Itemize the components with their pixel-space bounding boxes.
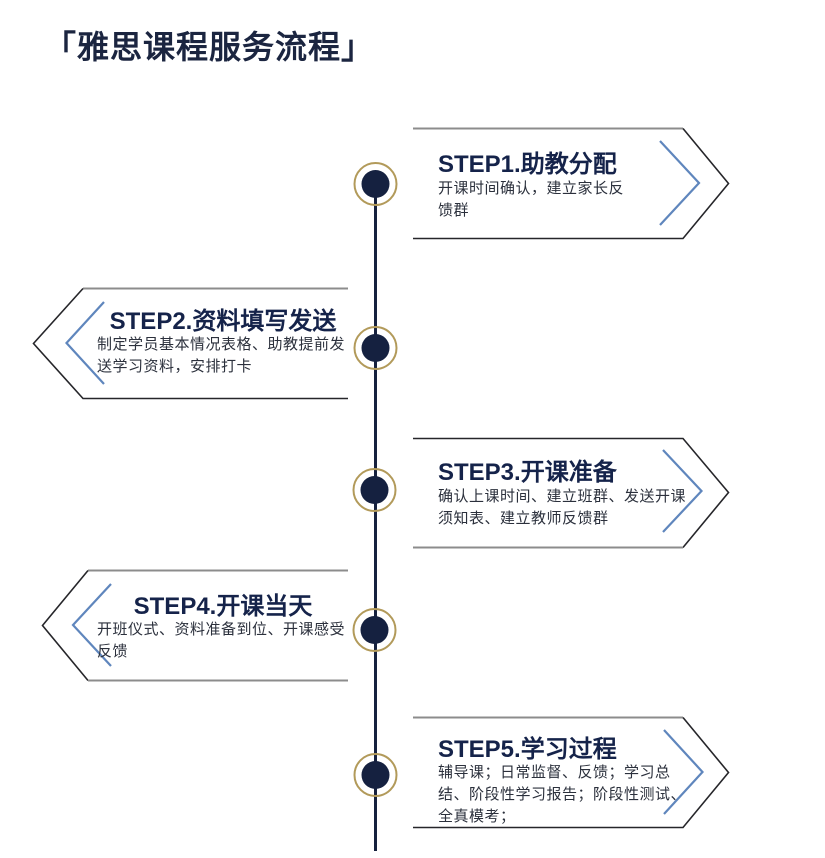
step-1-description: 开课时间确认，建立家长反馈群 <box>438 180 625 219</box>
step-3-title: STEP3.开课准备 <box>438 459 617 486</box>
chevron-right-icon <box>663 729 704 815</box>
step-4-title: STEP4.开课当天 <box>133 593 313 620</box>
step-3-description: 确认上课时间、建立班群、发送开课须知表、建立教师反馈群 <box>438 488 687 527</box>
step-5-description: 辅导课；日常监督、反馈；学习总结、阶段性学习报告；阶段性测试、全真模考； <box>438 764 687 825</box>
step-2-description: 制定学员基本情况表格、助教提前发送学习资料，安排打卡 <box>97 336 346 375</box>
chevron-right-icon <box>662 449 704 533</box>
chevron-left-icon <box>71 583 112 667</box>
step-3-banner-shape <box>413 437 730 549</box>
timeline-node-3 <box>352 468 397 512</box>
chevron-left-icon <box>65 301 105 385</box>
step-5-banner-shape <box>413 716 730 829</box>
step-1-title: STEP1.助教分配 <box>438 151 617 178</box>
step-2-banner-shape <box>32 287 348 400</box>
timeline-node-5 <box>353 753 398 797</box>
step-5-title: STEP5.学习过程 <box>438 736 617 763</box>
step-2-title: STEP2.资料填写发送 <box>109 308 337 335</box>
step-4-banner-shape <box>41 569 348 682</box>
page-title: 「雅思课程服务流程」 <box>44 29 375 65</box>
step-4-description: 开班仪式、资料准备到位、开课感受反馈 <box>97 621 346 660</box>
timeline-node-1 <box>353 162 398 206</box>
step-1-banner-shape <box>413 127 730 240</box>
timeline-node-4 <box>352 608 397 652</box>
chevron-right-icon <box>659 140 701 226</box>
timeline-node-2 <box>353 326 398 370</box>
